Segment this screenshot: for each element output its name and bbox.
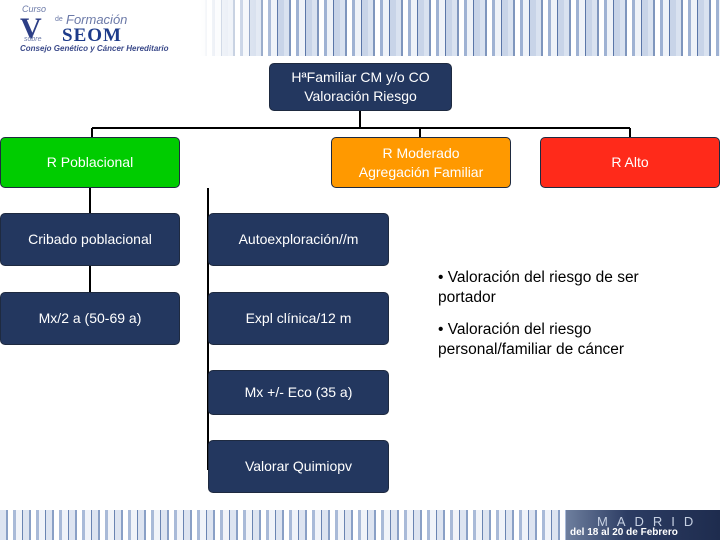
risk-moderado-node: R Moderado Agregación Familiar xyxy=(331,137,511,188)
header-decorative-band xyxy=(200,0,720,56)
logo-seom: SEOM xyxy=(62,25,122,46)
risk-alto-node: R Alto xyxy=(540,137,720,188)
footer-dates: del 18 al 20 de Febrero xyxy=(570,527,678,538)
bullet-item: • Valoración del riesgo personal/familia… xyxy=(438,321,625,358)
footer-banner xyxy=(0,510,720,540)
moderado-step-node: Expl clínica/12 m xyxy=(208,292,389,345)
bullet-item: • Valoración del riesgo de ser portador xyxy=(438,269,639,306)
logo-curso: Curso xyxy=(22,4,47,14)
poblacional-step-node: Mx/2 a (50-69 a) xyxy=(0,292,180,345)
moderado-step-node: Valorar Quimiopv xyxy=(208,440,389,493)
moderado-step-node: Mx +/- Eco (35 a) xyxy=(208,370,389,415)
moderado-step-node: Autoexploración//m xyxy=(208,213,389,266)
risk-poblacional-node: R Poblacional xyxy=(0,137,180,188)
logo-numeral: V xyxy=(20,12,42,45)
logo-formacion: Formación xyxy=(66,12,128,27)
footer-dark-panel xyxy=(566,510,720,540)
header-banner: V Curso de Formación SEOM sobre Consejo … xyxy=(0,0,720,56)
footer-city: MADRID xyxy=(597,514,703,529)
root-node: HªFamiliar CM y/o CO Valoración Riesgo xyxy=(269,63,452,111)
poblacional-step-node: Cribado poblacional xyxy=(0,213,180,266)
logo-consejo: Consejo Genético y Cáncer Hereditario xyxy=(20,44,169,53)
alto-bullet-list: • Valoración del riesgo de ser portador … xyxy=(438,268,700,372)
logo-sobre: sobre xyxy=(24,36,42,43)
logo-de: de xyxy=(55,16,63,23)
course-logo: V Curso de Formación SEOM sobre Consejo … xyxy=(6,2,201,54)
